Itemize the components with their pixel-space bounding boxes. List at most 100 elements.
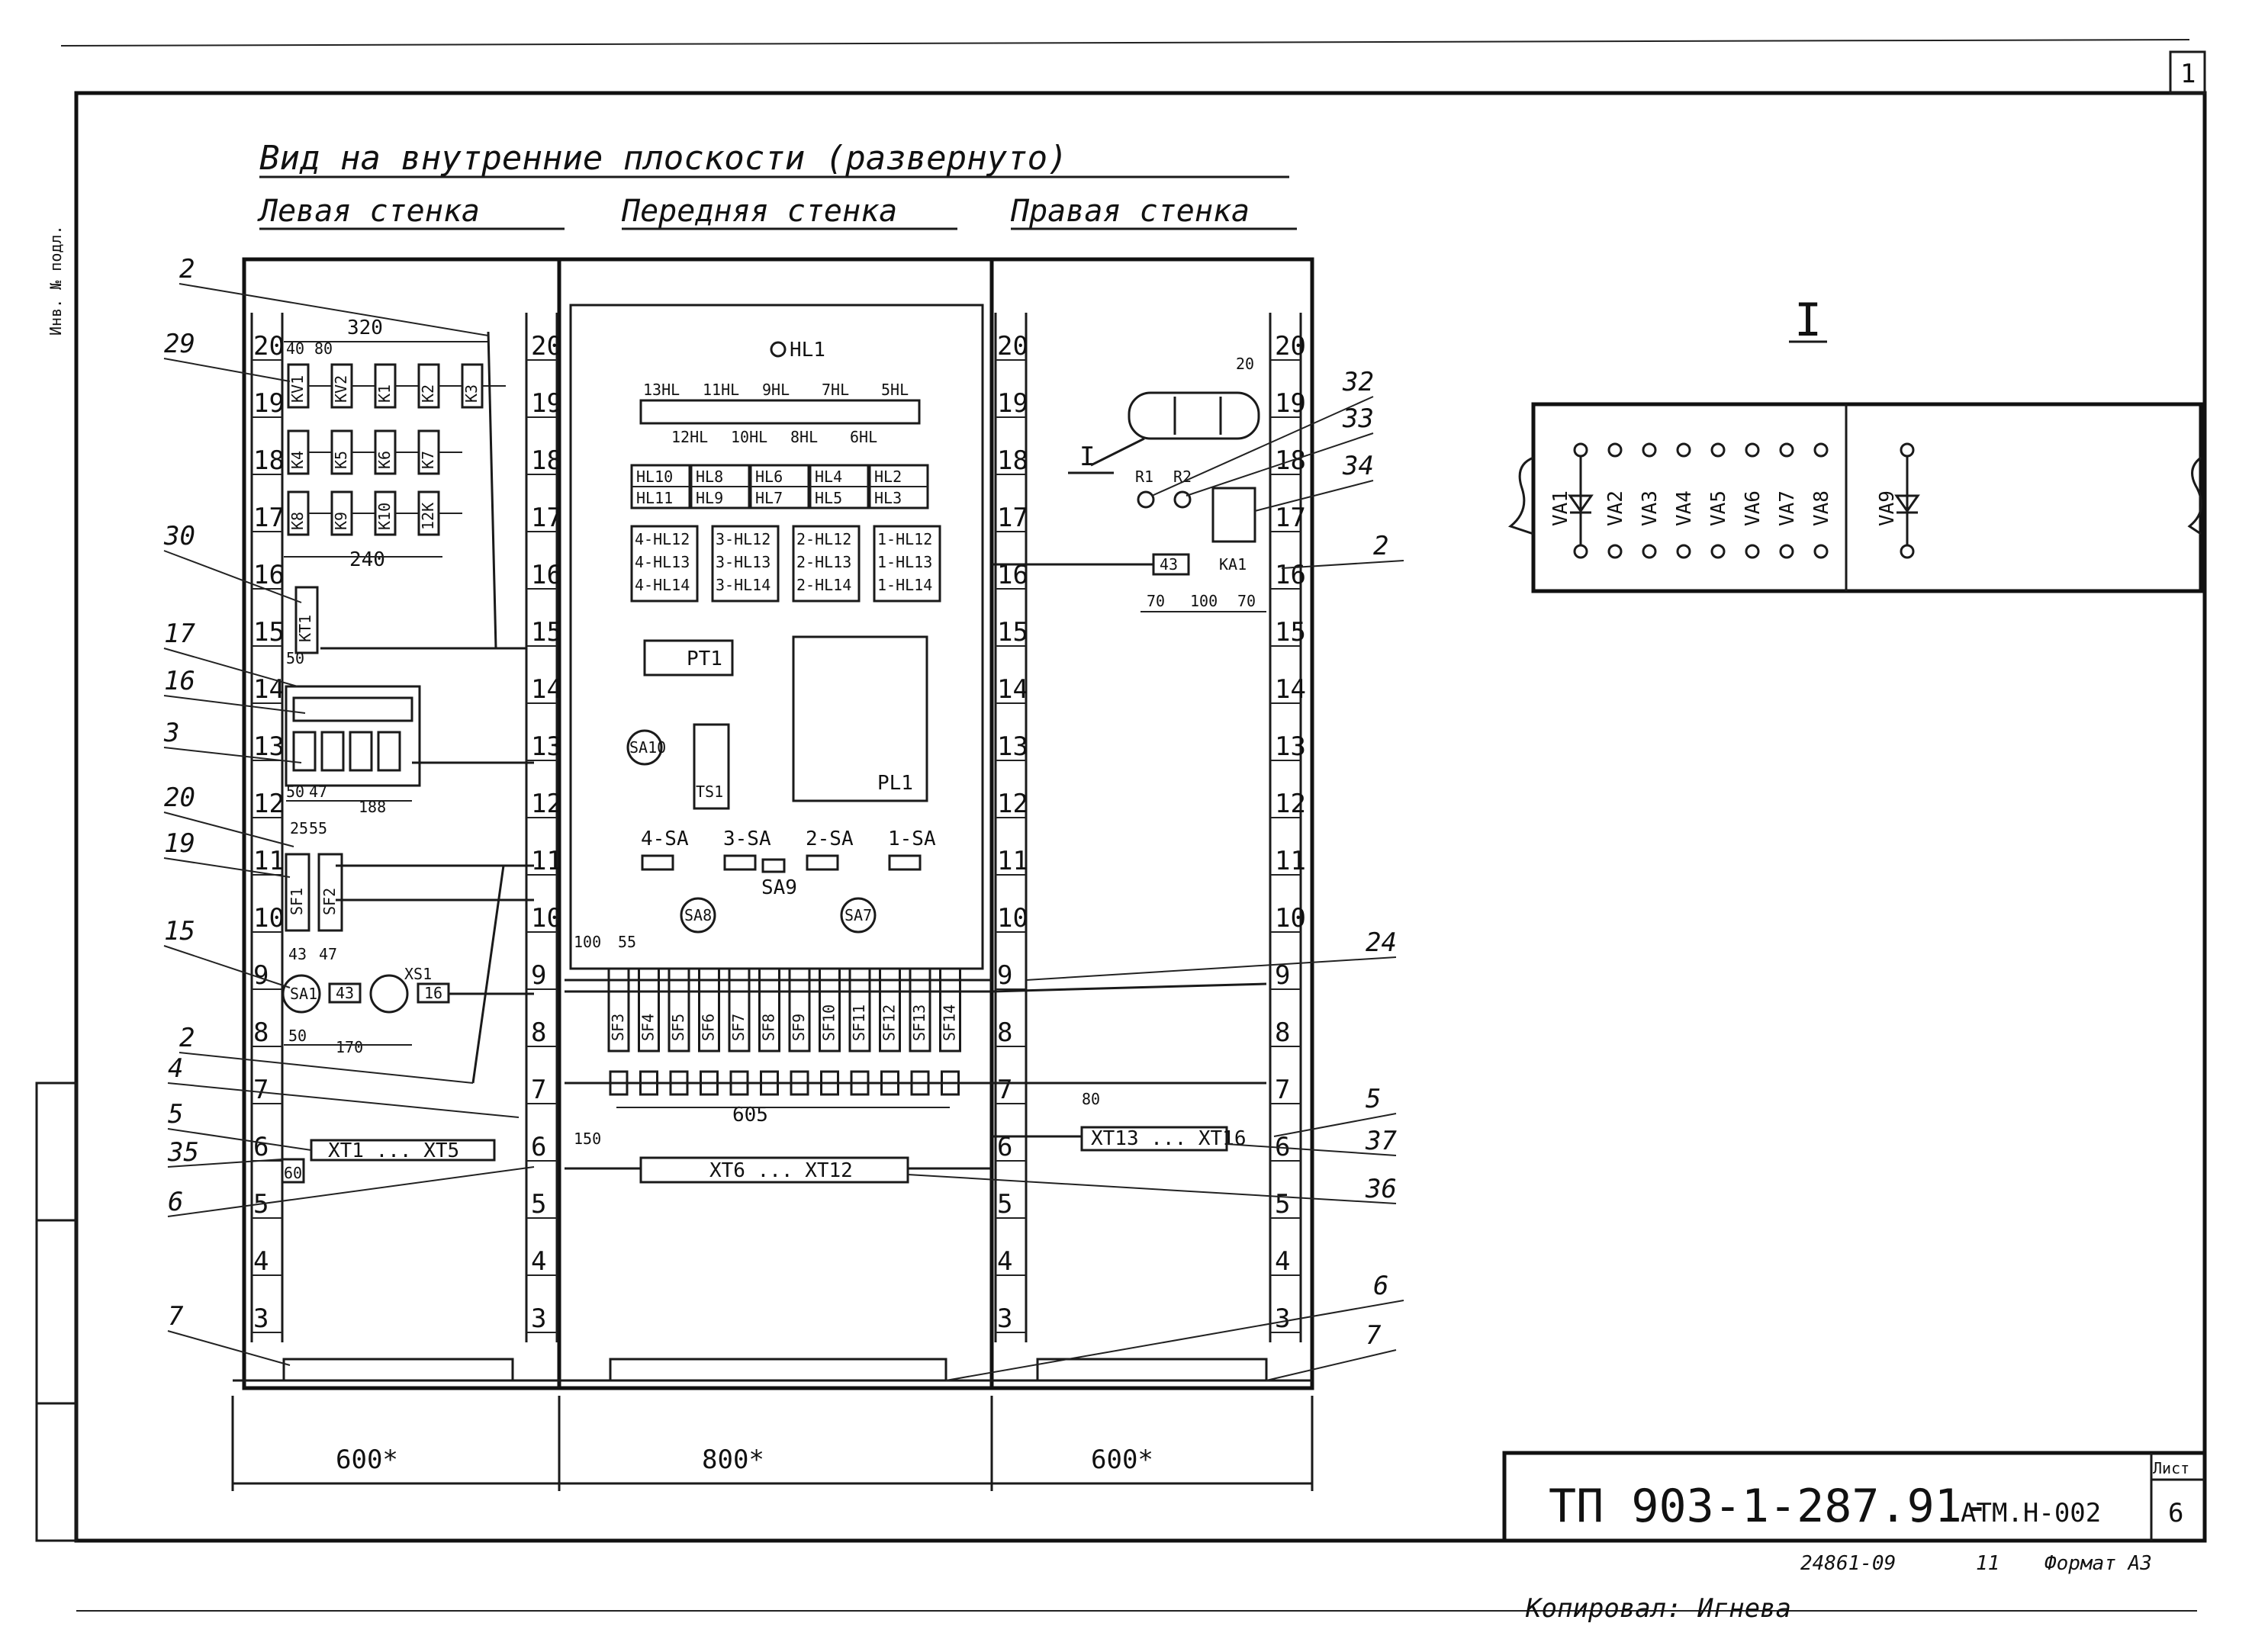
callout-right: 32 <box>1342 367 1374 397</box>
hl-label: HL5 <box>815 489 842 507</box>
sa10-switch <box>626 729 663 766</box>
r1-label: R1 <box>1135 468 1153 486</box>
pl1-block <box>792 635 928 802</box>
sa10-label: SA10 <box>629 738 666 757</box>
relay-label: K5 <box>332 451 350 469</box>
rail-number: 19 <box>997 388 1028 419</box>
dim-320: 320 <box>347 317 383 339</box>
callout-left: 20 <box>164 783 195 813</box>
dim-47: 47 <box>309 783 327 801</box>
relay-label: 12K <box>419 503 437 530</box>
ts1-label: TS1 <box>696 783 723 801</box>
hl-label: 3-HL13 <box>716 553 771 571</box>
rail-number: 11 <box>997 846 1028 876</box>
rail-number: 9 <box>1275 960 1290 991</box>
stamp-designation: ТП 903-1-287.91- <box>1549 1480 1990 1533</box>
breaker <box>728 967 751 1053</box>
diode-label: VA2 <box>1604 490 1627 526</box>
diode-label: VA7 <box>1776 490 1799 526</box>
callout-left: 2 <box>179 1023 195 1053</box>
callout-right: 33 <box>1342 403 1374 434</box>
breaker-label: SF12 <box>880 1004 899 1041</box>
hl-label: 2-HL12 <box>796 530 851 548</box>
pt1-block <box>643 639 734 677</box>
breaker <box>758 967 780 1053</box>
sa7-label: SA7 <box>844 906 872 924</box>
rail-number: 3 <box>1275 1303 1290 1334</box>
rail-number: 9 <box>253 960 269 991</box>
dim-60: 60 <box>284 1164 302 1182</box>
rail-number: 11 <box>531 846 562 876</box>
rail-number: 3 <box>531 1303 546 1334</box>
rail-number: 4 <box>253 1246 269 1277</box>
stamp-list-label: Лист <box>2153 1459 2189 1477</box>
sa9-label: SA9 <box>761 876 797 899</box>
switch <box>888 854 922 871</box>
hl-label: HL11 <box>636 489 673 507</box>
diode-label: VA8 <box>1810 490 1833 526</box>
sf1-breaker <box>285 853 310 932</box>
dim-70a: 70 <box>1147 592 1165 610</box>
hl-group <box>792 525 861 603</box>
callout-left: 35 <box>167 1137 199 1168</box>
rail-number: 5 <box>997 1189 1012 1220</box>
rail-number: 3 <box>253 1303 269 1334</box>
ts1-block <box>693 723 730 810</box>
hl-label: 1-HL14 <box>877 576 932 594</box>
box43-label: 43 <box>336 984 354 1002</box>
din-rails: 2019181716151413121110987654320191817161… <box>250 313 1306 1342</box>
relay-label: K4 <box>288 451 307 469</box>
lamp-label: 11HL <box>703 381 739 399</box>
rail-number: 20 <box>531 331 562 362</box>
switch <box>641 854 674 871</box>
sa8-label: SA8 <box>684 906 712 924</box>
dim-100: 100 <box>574 933 601 951</box>
rail-number: 13 <box>253 731 285 762</box>
hl-label: 4-HL13 <box>635 553 690 571</box>
switch <box>806 854 839 871</box>
relay-label: K2 <box>419 384 437 403</box>
callout-right: 7 <box>1366 1320 1382 1351</box>
rail-number: 17 <box>531 503 562 533</box>
left-wall-title: Левая стенка <box>257 194 480 229</box>
lamp-label: 12HL <box>671 428 708 446</box>
hl-label: 2-HL14 <box>796 576 851 594</box>
rail-number: 19 <box>1275 388 1306 419</box>
pt1-label: PT1 <box>687 648 722 670</box>
rail-number: 7 <box>1275 1075 1290 1105</box>
diode-label: VA5 <box>1707 490 1730 526</box>
diode-label: VA9 <box>1876 490 1899 526</box>
dim-50b: 50 <box>286 783 304 801</box>
r2-label: R2 <box>1173 468 1192 486</box>
hl-label: HL6 <box>755 468 783 486</box>
title-stamp: ТП 903-1-287.91- АТМ.Н-002 Лист 6 <box>1502 1451 2207 1543</box>
footer-ii: 11 <box>1976 1552 1999 1575</box>
dim-47b: 47 <box>319 945 337 963</box>
relay-label: KV2 <box>332 375 350 403</box>
rail-number: 18 <box>531 445 562 476</box>
dim-50a: 50 <box>286 649 304 667</box>
sa1-switch <box>282 974 321 1014</box>
rail-number: 6 <box>997 1132 1012 1162</box>
r2-resistor <box>1173 490 1192 509</box>
rail-number: 8 <box>531 1017 546 1048</box>
dim-55f: 55 <box>618 933 636 951</box>
breaker-label: SF6 <box>700 1014 718 1041</box>
terminals-xt13-label: XT13 ... XT16 <box>1091 1127 1247 1150</box>
rail-number: 20 <box>1275 331 1306 362</box>
hl-label: HL3 <box>874 489 902 507</box>
rail-number: 15 <box>531 617 562 648</box>
margin-label: Инв. № подл. <box>47 226 65 336</box>
callout-right: 5 <box>1366 1084 1381 1114</box>
rail-number: 20 <box>253 331 285 362</box>
relay-label: K10 <box>375 503 394 530</box>
hl-label: HL7 <box>755 489 783 507</box>
rail-number: 13 <box>1275 731 1306 762</box>
rail-number: 17 <box>1275 503 1306 533</box>
breaker-label: SF7 <box>729 1014 748 1041</box>
dim-43: 43 <box>288 945 307 963</box>
relay-label: K6 <box>375 451 394 469</box>
